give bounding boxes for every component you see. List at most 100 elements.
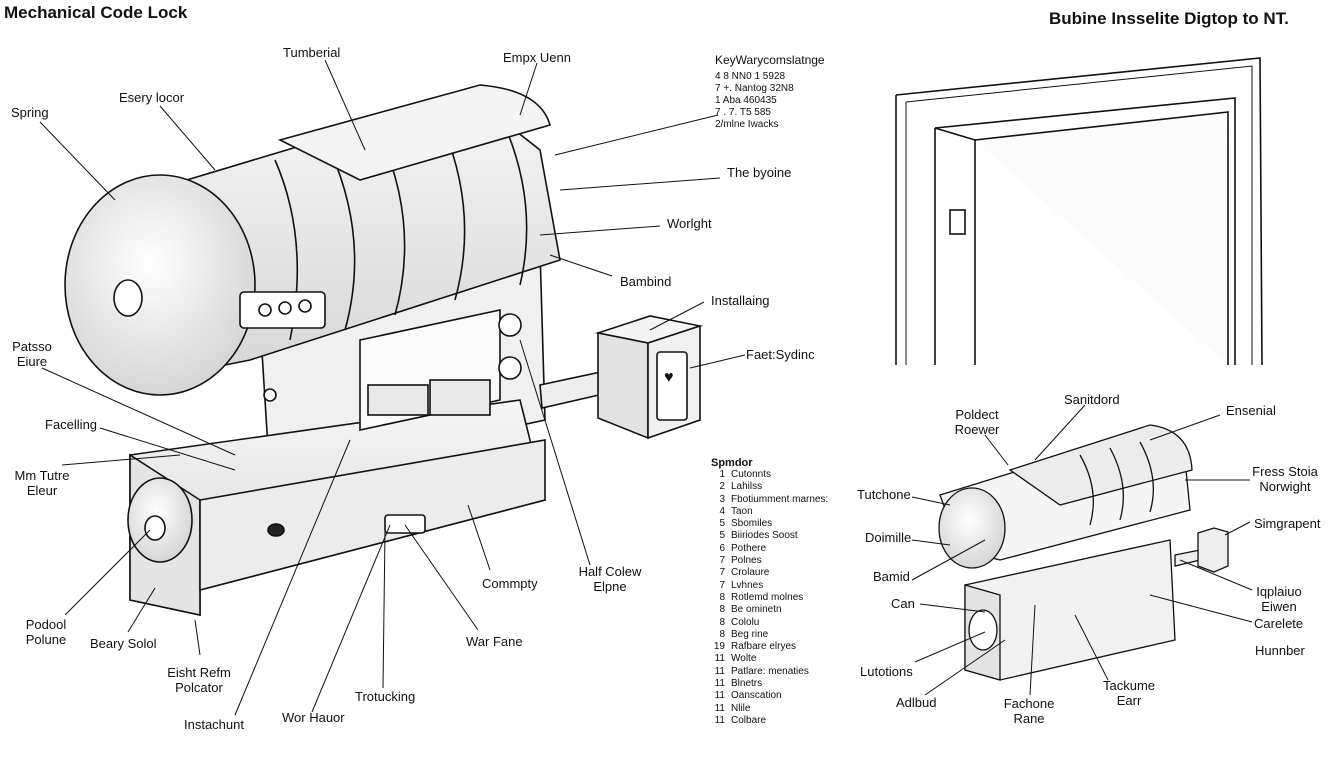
label-fachone: Fachone Rane bbox=[1000, 696, 1058, 726]
receiver-box-side bbox=[597, 332, 649, 440]
label-fachone-line1: Fachone bbox=[1003, 696, 1055, 711]
small-hood bbox=[1008, 424, 1193, 506]
label-carelete: Carelete bbox=[1254, 616, 1304, 631]
legend-item-number: 8 bbox=[719, 604, 725, 616]
legend-item: 7 Crolaure bbox=[711, 567, 828, 579]
legend-item-text: Fbotiumment marnes: bbox=[731, 493, 829, 505]
panel-button-2 bbox=[278, 301, 292, 315]
label-trotucking: Trotucking bbox=[355, 689, 416, 704]
keyway-block: KeyWarycomslatnge 4 8 NN0 1 5928 7 +. Na… bbox=[715, 53, 825, 131]
mechanism-block-a bbox=[367, 384, 429, 416]
legend-item-number: 7 bbox=[719, 567, 725, 579]
legend-item-text: Rotlemd molnes bbox=[731, 591, 804, 603]
label-patsso: Patsso Eiure bbox=[12, 339, 52, 369]
legend-item-text: Crolaure bbox=[731, 567, 770, 579]
keyway-line-2: 7 +. Nantog 32N8 bbox=[715, 83, 794, 94]
door-latch bbox=[949, 209, 966, 235]
legend-item-text: Lvhnes bbox=[731, 579, 764, 591]
label-can: Can bbox=[891, 596, 915, 611]
legend-item-number: 7 bbox=[719, 555, 725, 567]
keyway-line-1: 4 8 NN0 1 5928 bbox=[715, 71, 786, 82]
keyway-line-3: 1 Aba 460435 bbox=[715, 95, 777, 106]
legend-item-text: Be ominetn bbox=[731, 604, 782, 616]
label-min-tutre: Mm Tutre Eleur bbox=[12, 468, 72, 498]
keyway-line-5: 2/mlne Iwacks bbox=[715, 119, 779, 130]
legend-item: 11 Blnetrs bbox=[711, 678, 828, 690]
base-dial-hub bbox=[144, 515, 166, 541]
label-hunnber: Hunnber bbox=[1255, 643, 1305, 658]
label-beary-solol: Beary Solol bbox=[90, 636, 157, 651]
label-worlght: Worlght bbox=[667, 216, 712, 231]
legend-item-number: 8 bbox=[719, 591, 725, 603]
door-frame-illustration bbox=[895, 57, 1263, 366]
receiver-box-group: ♥ bbox=[594, 315, 704, 440]
legend-item-number: 11 bbox=[714, 714, 725, 726]
legend-item-text: Blnetrs bbox=[731, 678, 763, 690]
label-fachone-line2: Rane bbox=[1013, 711, 1045, 726]
label-empx-uenn: Empx Uenn bbox=[503, 50, 571, 65]
label-tutchone: Tutchone bbox=[857, 487, 911, 502]
label-iqplaiuo-line2: Eiwen bbox=[1261, 599, 1297, 614]
label-facelling: Facelling bbox=[45, 417, 98, 432]
legend-item-text: Biiriodes Soost bbox=[731, 530, 798, 542]
label-fress-stoia: Fress Stoia Norwight bbox=[1250, 464, 1320, 494]
label-patsso-line2: Eiure bbox=[16, 354, 48, 369]
legend-item-number: 8 bbox=[719, 616, 725, 628]
small-lock-illustration bbox=[938, 424, 1229, 681]
label-doimille: Doimille bbox=[865, 530, 912, 545]
label-eisht-line1: Eisht Refm bbox=[167, 665, 231, 680]
label-poldect-line1: Poldect bbox=[955, 407, 999, 422]
leader-lines-main bbox=[39, 59, 746, 716]
legend-item-text: Polnes bbox=[731, 555, 762, 567]
legend-item-number: 7 bbox=[719, 579, 725, 591]
small-receiver-box bbox=[1197, 527, 1229, 573]
legend-item-text: Oanscation bbox=[731, 690, 782, 702]
label-half-colew-line2: Elpne bbox=[593, 579, 627, 594]
legend-item-text: Wolte bbox=[731, 653, 757, 665]
legend-item-text: Taon bbox=[731, 505, 753, 517]
base-slot bbox=[384, 514, 426, 534]
label-spring: Spring bbox=[11, 105, 49, 120]
label-podool-line2: Polune bbox=[25, 632, 67, 647]
label-war-fane: War Fane bbox=[466, 634, 523, 649]
end-cap-keyhole bbox=[113, 279, 143, 317]
label-simgrapent: Simgrapent bbox=[1254, 516, 1321, 531]
legend-item-number: 19 bbox=[713, 641, 725, 653]
heart-symbol: ♥ bbox=[664, 369, 674, 386]
label-podool: Podool Polune bbox=[20, 617, 72, 647]
legend-item: 8 Rotlemd molnes bbox=[711, 592, 828, 604]
legend-item-number: 11 bbox=[714, 678, 725, 690]
panel-button-3 bbox=[298, 299, 312, 313]
legend-item: 4 Taon bbox=[711, 506, 828, 518]
label-bambind: Bambind bbox=[620, 274, 672, 289]
label-tumberial: Tumberial bbox=[283, 45, 341, 60]
legend-item-number: 4 bbox=[719, 505, 725, 517]
legend-item-text: Beg rine bbox=[731, 628, 769, 640]
legend-title: Spmdor bbox=[711, 457, 753, 469]
label-podool-line1: Podool bbox=[25, 617, 67, 632]
label-half-colew: Half Colew Elpne bbox=[575, 564, 645, 594]
label-eisht-line2: Polcator bbox=[175, 680, 223, 695]
label-patsso-line1: Patsso bbox=[12, 339, 52, 354]
label-sanitdord: Sanitdord bbox=[1064, 392, 1120, 407]
legend-item-number: 5 bbox=[719, 530, 725, 542]
base-block-side bbox=[199, 439, 546, 592]
label-iqplaiuo-line1: Iqplaiuo bbox=[1256, 584, 1302, 599]
label-iqplaiuo: Iqplaiuo Eiwen bbox=[1251, 584, 1307, 614]
legend-item-text: Cololu bbox=[731, 616, 760, 628]
lock-body-group bbox=[64, 84, 619, 616]
panel-button-1 bbox=[258, 303, 272, 317]
label-tackume-line2: Earr bbox=[1116, 693, 1142, 708]
label-lutotions: Lutotions bbox=[860, 664, 913, 679]
label-bamid: Bamid bbox=[873, 569, 910, 584]
small-end-cap bbox=[938, 487, 1006, 569]
